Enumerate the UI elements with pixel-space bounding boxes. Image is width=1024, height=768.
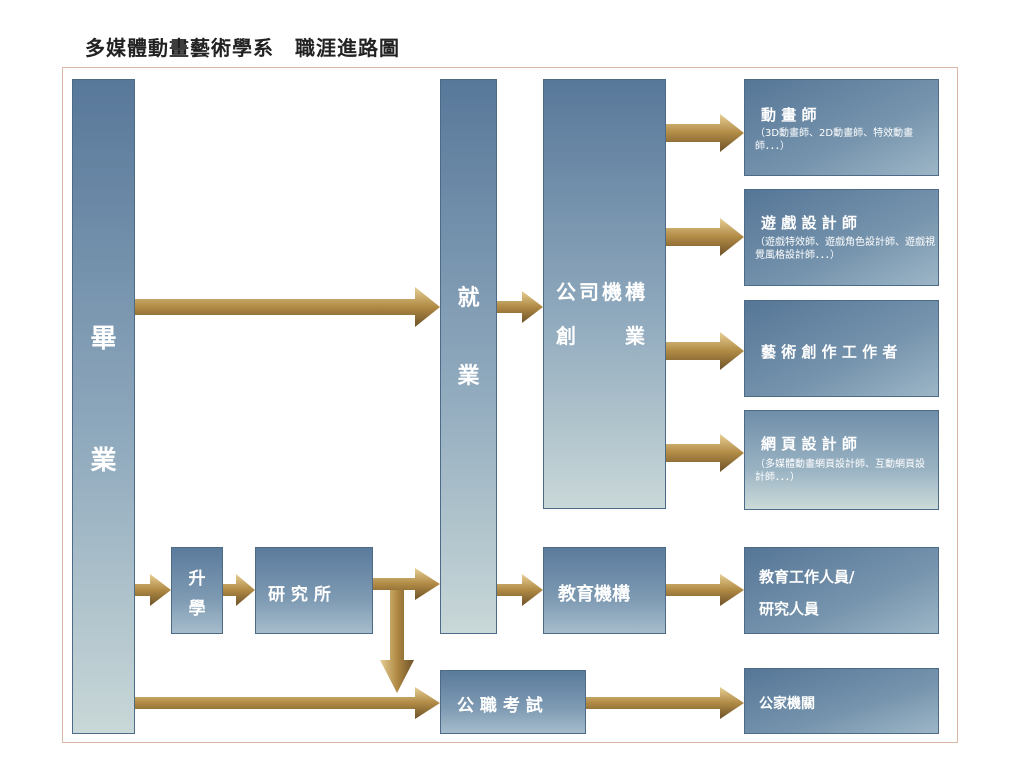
graduation-node: 畢 業 <box>72 79 135 734</box>
game-designer-detail: （遊戲特效師、遊戲角色設計師、遊戲視覺風格設計師．．．） <box>755 237 935 261</box>
web-designer-detail: （多媒體動畫網頁設計師、互動網頁設計師．．．） <box>755 459 925 483</box>
arrow-graduation-to-study <box>135 574 171 606</box>
educator-line-1: 教育工作人員/ <box>759 568 855 586</box>
game-designer-title: 遊 戲 設 計 師 <box>761 214 857 232</box>
arrow-exam-to-public-agency <box>586 687 744 719</box>
entrepreneurship-label: 創 業 <box>556 324 648 348</box>
arrow-employment-to-company <box>497 291 543 323</box>
career-educator: 教育工作人員/ 研究人員 <box>744 547 939 634</box>
employment-node: 就 業 <box>440 79 497 634</box>
animator-detail: （3D動畫師、2D動畫師、特效動畫師．．．） <box>755 128 914 152</box>
graduation-char-2: 業 <box>90 446 117 476</box>
further-study-char-1: 升 <box>188 569 206 589</box>
arrow-study-to-graduate-school <box>223 574 255 606</box>
career-animator: 動 畫 師 （3D動畫師、2D動畫師、特效動畫師．．．） <box>744 79 939 176</box>
arrow-graduation-to-employment <box>135 287 440 327</box>
career-web-designer: 網 頁 設 計 師 （多媒體動畫網頁設計師、互動網頁設計師．．．） <box>744 410 939 510</box>
arrow-graduate-school-to-employment <box>373 568 440 600</box>
educator-line-2: 研究人員 <box>759 600 820 618</box>
company-label: 公司機構 <box>556 280 648 304</box>
career-artist: 藝 術 創 作 工 作 者 <box>744 300 939 397</box>
further-study-char-2: 學 <box>188 599 206 619</box>
public-agency-label: 公家機關 <box>759 696 815 712</box>
arrow-to-web-designer <box>666 434 744 472</box>
further-study-node: 升 學 <box>171 547 223 634</box>
diagram-frame <box>62 67 958 743</box>
education-label: 教育機構 <box>558 584 630 605</box>
arrow-education-to-educator <box>666 574 744 606</box>
company-node: 公司機構 創 業 <box>543 79 666 509</box>
arrow-employment-to-education <box>497 574 543 606</box>
graduation-char-1: 畢 <box>90 324 117 354</box>
arrow-to-artist <box>666 332 744 370</box>
employment-char-2: 業 <box>457 364 480 389</box>
civil-exam-label: 公 職 考 試 <box>457 696 543 716</box>
career-public-agency: 公家機關 <box>744 668 939 734</box>
graduate-school-label: 研 究 所 <box>268 585 331 605</box>
graduate-school-node: 研 究 所 <box>255 547 373 634</box>
arrow-graduate-school-to-exam <box>380 590 414 693</box>
education-node: 教育機構 <box>543 547 666 634</box>
page-title: 多媒體動畫藝術學系 職涯進路圖 <box>85 36 400 60</box>
artist-title: 藝 術 創 作 工 作 者 <box>761 343 898 361</box>
web-designer-title: 網 頁 設 計 師 <box>761 435 857 453</box>
arrow-graduation-to-exam <box>135 687 440 719</box>
arrow-to-game-designer <box>666 218 744 256</box>
employment-char-1: 就 <box>457 286 480 311</box>
arrow-to-animator <box>666 114 744 152</box>
civil-exam-node: 公 職 考 試 <box>440 670 586 734</box>
animator-title: 動 畫 師 <box>761 106 817 124</box>
career-game-designer: 遊 戲 設 計 師 （遊戲特效師、遊戲角色設計師、遊戲視覺風格設計師．．．） <box>744 189 939 286</box>
